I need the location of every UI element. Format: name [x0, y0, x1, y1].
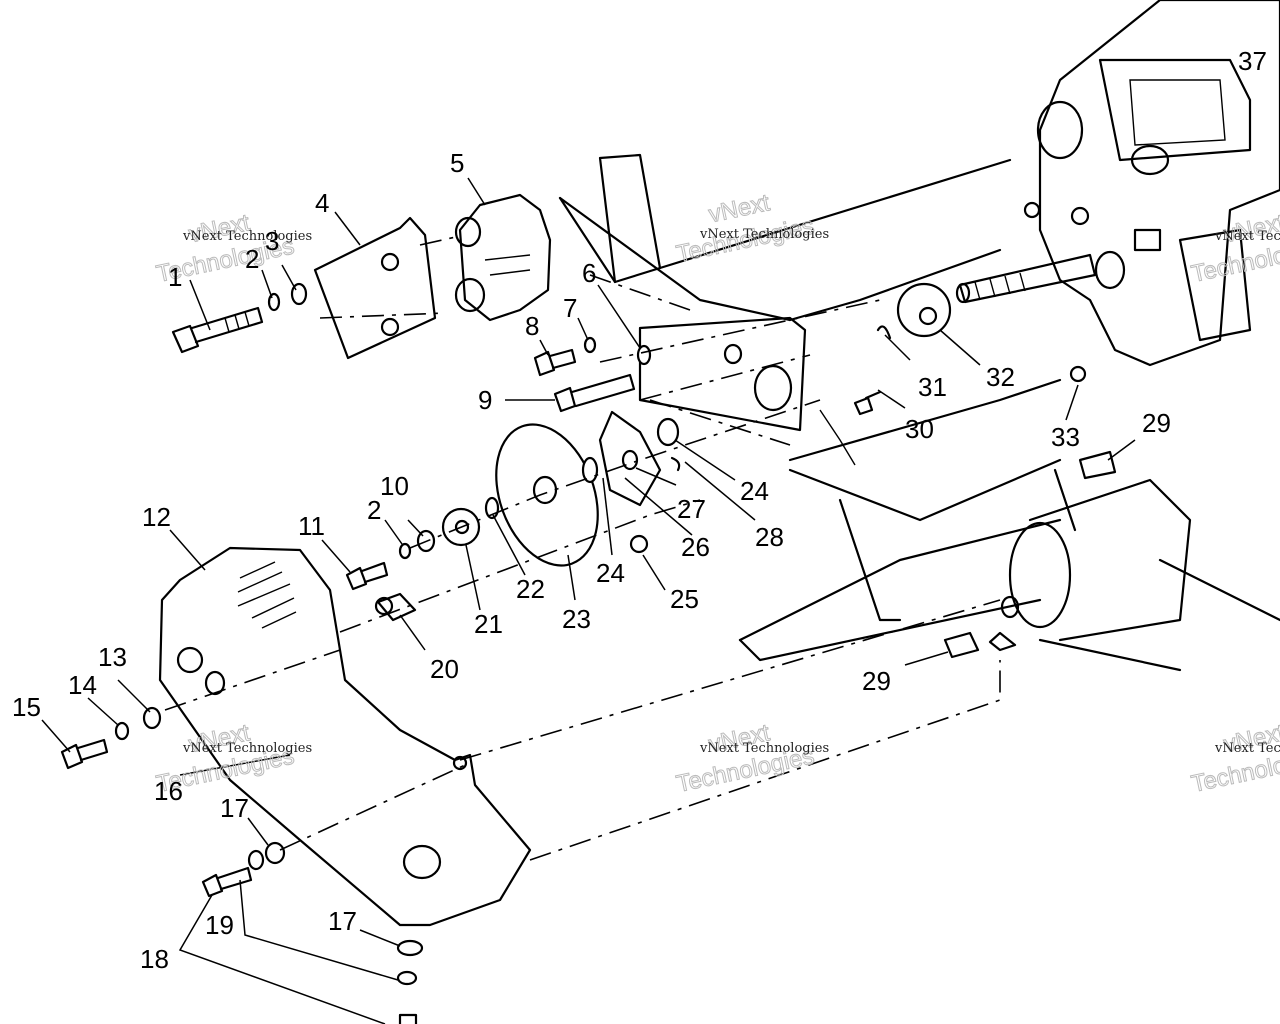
- callout-22: 22: [516, 574, 545, 604]
- callout-18: 18: [140, 944, 169, 974]
- callout-2-lower: 2: [367, 495, 381, 525]
- callout-17-upper: 17: [220, 793, 249, 823]
- watermark-small-text: vNext Technologies: [1214, 741, 1280, 756]
- callout-labels: 1 2 3 4 5 6 7 8 9 10 2 11 12 13 14 15 16…: [12, 46, 1267, 974]
- watermark-small-text: vNext Technologies: [182, 741, 312, 756]
- callout-4: 4: [315, 188, 329, 218]
- callout-31: 31: [918, 372, 947, 402]
- callout-32: 32: [986, 362, 1015, 392]
- starter-motor-5: [454, 193, 552, 322]
- alignment-lines: [164, 235, 1001, 861]
- fasteners-17-19: [201, 841, 424, 1024]
- bracket-4: [313, 216, 437, 360]
- callout-7: 7: [563, 293, 577, 323]
- transmission-37: [1023, 0, 1280, 367]
- watermark-small-text: vNext Technologies: [1214, 229, 1280, 244]
- callout-11: 11: [298, 511, 325, 541]
- fasteners-10-11: [345, 529, 436, 591]
- callout-33: 33: [1051, 422, 1080, 452]
- leader-lines: [41, 177, 1136, 1024]
- callout-20: 20: [430, 654, 459, 684]
- callout-17-lower: 17: [328, 906, 357, 936]
- callout-29-upper: 29: [1142, 408, 1171, 438]
- output-shaft: [955, 253, 1097, 304]
- mount-plate: [638, 316, 856, 466]
- callout-6: 6: [582, 258, 596, 288]
- bolt-1: [171, 282, 308, 354]
- callout-21: 21: [474, 609, 503, 639]
- callout-8: 8: [525, 311, 539, 341]
- callout-23: 23: [562, 604, 591, 634]
- callout-13: 13: [98, 642, 127, 672]
- watermark-small-text: vNext Technologies: [699, 227, 829, 242]
- fasteners-13-15: [60, 706, 162, 770]
- clutch-drum-23: [495, 410, 681, 567]
- callout-24-upper: 24: [740, 476, 769, 506]
- callout-16: 16: [154, 776, 183, 806]
- sprocket-32: [853, 282, 1087, 416]
- callout-24-lower: 24: [596, 558, 625, 588]
- callout-29-lower: 29: [862, 666, 891, 696]
- callout-26: 26: [681, 532, 710, 562]
- watermark-right-top: vNext Technologies: [1188, 209, 1280, 289]
- callout-1: 1: [168, 262, 182, 292]
- muffler: [943, 450, 1192, 659]
- callout-10: 10: [380, 471, 409, 501]
- cover-12: [158, 546, 532, 927]
- fasteners-6-9: [533, 336, 652, 413]
- callout-3: 3: [265, 226, 279, 256]
- callout-12: 12: [142, 502, 171, 532]
- frame-outline: [558, 153, 1280, 672]
- callout-19: 19: [205, 910, 234, 940]
- watermark-center-top: vNext Technologies: [673, 189, 817, 269]
- callout-37: 37: [1238, 46, 1267, 76]
- callout-27: 27: [677, 494, 706, 524]
- callout-25: 25: [670, 584, 699, 614]
- watermark-small-text: vNext Technologies: [699, 741, 829, 756]
- sprocket-21: [441, 496, 500, 547]
- callout-30: 30: [905, 414, 934, 444]
- callout-2: 2: [245, 244, 259, 274]
- callout-14: 14: [68, 670, 97, 700]
- callout-28: 28: [755, 522, 784, 552]
- callout-5: 5: [450, 148, 464, 178]
- callout-15: 15: [12, 692, 41, 722]
- callout-9: 9: [478, 385, 492, 415]
- watermark-small-text: vNext Technologies: [182, 229, 312, 244]
